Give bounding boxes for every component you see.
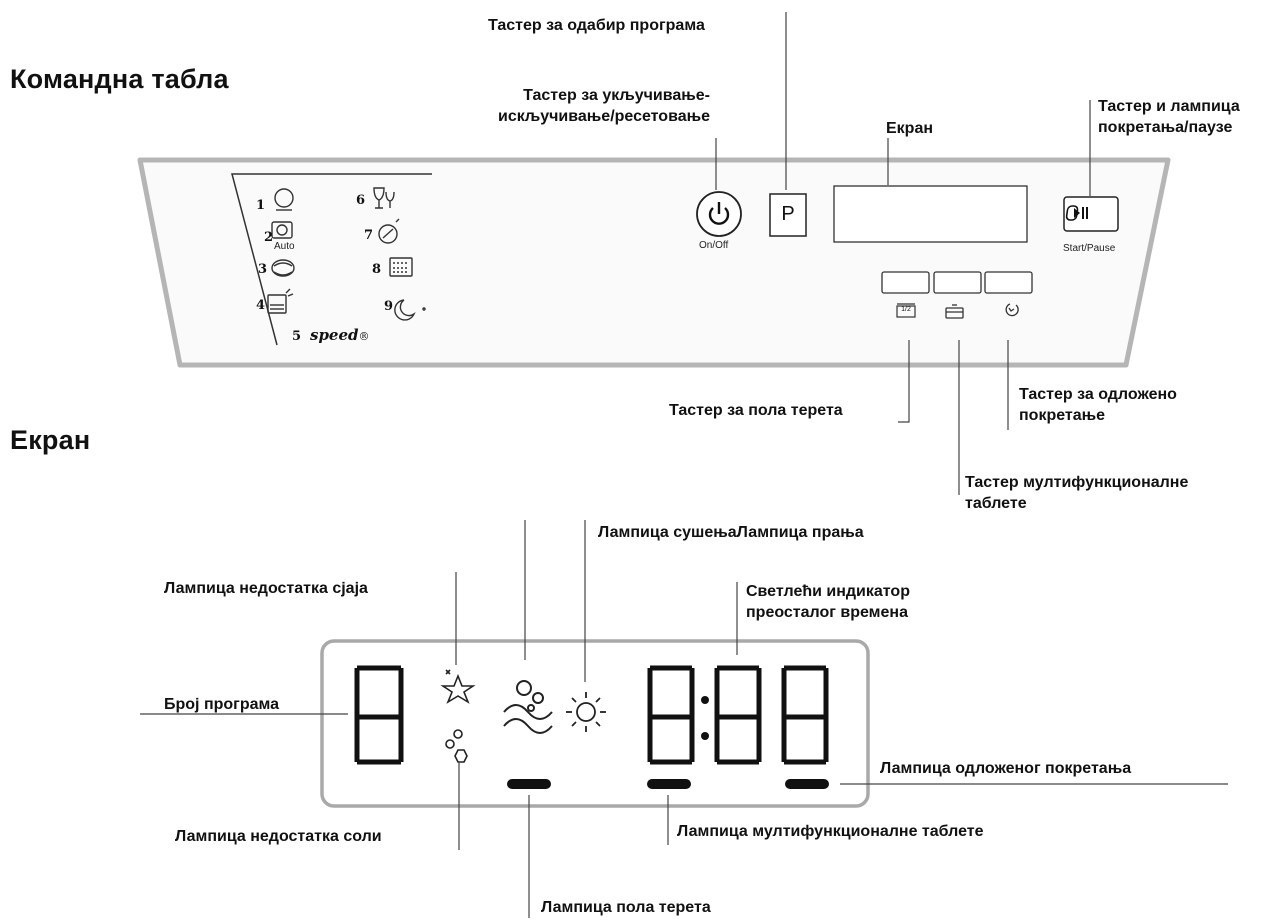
label-start-line1: Тастер и лампица bbox=[1098, 98, 1240, 115]
label-salt-missing: Лампица недостатка соли bbox=[175, 828, 382, 845]
program-9-icon bbox=[394, 299, 426, 321]
program-7-icon bbox=[378, 218, 400, 244]
speed-mark: ® bbox=[358, 330, 370, 343]
label-half-load-lamp: Лампица пола терета bbox=[541, 899, 711, 916]
program-8-icon bbox=[389, 257, 413, 277]
label-power: Тастер за укључивање- искључивање/ресето… bbox=[455, 85, 710, 127]
label-tablet-line1: Тастер мултифункционалне bbox=[965, 474, 1189, 491]
program-1-number: 1 bbox=[256, 198, 266, 213]
time-minutes-tens-segments bbox=[714, 665, 762, 765]
power-caption: On/Off bbox=[699, 240, 729, 251]
half-load-icon-text: 1/2 bbox=[901, 306, 911, 313]
label-panel-screen: Екран bbox=[886, 120, 934, 137]
half-load-lamp-bar bbox=[507, 779, 551, 789]
label-remaining-line2: преосталог времена bbox=[746, 604, 908, 621]
program-3-icon bbox=[271, 259, 295, 277]
label-rinse-missing: Лампица недостатка сјаја bbox=[164, 580, 368, 597]
label-delay-line2: покретање bbox=[1019, 407, 1106, 424]
tablet-lamp-bar bbox=[647, 779, 691, 789]
program-6-icon bbox=[373, 187, 395, 209]
label-half-load-button: Тастер за пола терета bbox=[669, 402, 843, 419]
label-tablet-button: Тастер мултифункционалне таблете bbox=[965, 472, 1188, 514]
power-icon bbox=[708, 202, 730, 225]
start-pause-button bbox=[1063, 196, 1119, 232]
label-drying-wash: Лампица сушењаЛампица прања bbox=[598, 524, 864, 541]
label-start-pause: Тастер и лампица покретања/паузе bbox=[1098, 96, 1240, 138]
wash-icon bbox=[503, 680, 553, 734]
program-list-divider bbox=[231, 173, 432, 346]
program-8-number: 8 bbox=[372, 262, 382, 277]
label-tablet-line2: таблете bbox=[965, 495, 1027, 512]
program-3-number: 3 bbox=[258, 262, 268, 277]
delay-button bbox=[984, 271, 1033, 294]
label-tablet-lamp: Лампица мултифункционалне таблете bbox=[677, 823, 984, 840]
label-program-number: Број програма bbox=[164, 696, 280, 713]
rinse-aid-icon bbox=[440, 669, 476, 704]
program-button bbox=[769, 193, 807, 237]
program-5-speed-logo: speed® bbox=[310, 326, 370, 344]
label-delay-button: Тастер за одложено покретање bbox=[1019, 384, 1177, 426]
half-load-button bbox=[881, 271, 930, 294]
label-remaining-line1: Светлећи индикатор bbox=[746, 583, 910, 600]
program-4-number: 4 bbox=[256, 298, 266, 313]
program-button-label: P bbox=[781, 203, 795, 225]
leader-half-load bbox=[898, 340, 910, 423]
label-power-line2: искључивање/ресетовање bbox=[498, 108, 710, 125]
tablet-button bbox=[933, 271, 982, 294]
start-lamp-icon bbox=[1065, 205, 1079, 221]
drying-sun-icon bbox=[566, 692, 606, 732]
program-6-number: 6 bbox=[356, 193, 366, 208]
panel-screen bbox=[833, 185, 1028, 243]
time-colon-top bbox=[701, 696, 709, 704]
program-digit-segments bbox=[354, 665, 404, 765]
tablet-icon bbox=[945, 304, 964, 319]
half-load-icon bbox=[896, 303, 916, 318]
label-power-line1: Тастер за укључивање- bbox=[523, 87, 710, 104]
program-7-number: 7 bbox=[364, 228, 374, 243]
control-panel-heading: Командна табла bbox=[10, 64, 229, 94]
time-colon-bottom bbox=[701, 732, 709, 740]
time-hours-segments bbox=[647, 665, 695, 765]
start-caption: Start/Pause bbox=[1063, 243, 1116, 254]
label-remaining-time: Светлећи индикатор преосталог времена bbox=[746, 581, 910, 623]
delay-lamp-bar bbox=[785, 779, 829, 789]
program-9-number: 9 bbox=[384, 299, 394, 314]
label-delay-lamp: Лампица одложеног покретања bbox=[880, 760, 1132, 777]
program-2-icon bbox=[271, 221, 293, 239]
label-delay-line1: Тастер за одложено bbox=[1019, 386, 1177, 403]
salt-icon bbox=[445, 729, 468, 763]
label-start-line2: покретања/паузе bbox=[1098, 119, 1233, 136]
program-4-icon bbox=[267, 288, 294, 314]
speed-text: speed bbox=[310, 326, 359, 344]
program-5-number: 5 bbox=[292, 329, 302, 344]
program-2-number: 2 bbox=[264, 230, 274, 245]
program-1-icon bbox=[274, 188, 294, 211]
screen-heading: Екран bbox=[10, 425, 91, 455]
time-minutes-ones-segments bbox=[781, 665, 829, 765]
program-2-sub: Auto bbox=[274, 241, 295, 252]
label-program-select: Тастер за одабир програма bbox=[488, 17, 705, 34]
delay-icon bbox=[1005, 303, 1019, 317]
